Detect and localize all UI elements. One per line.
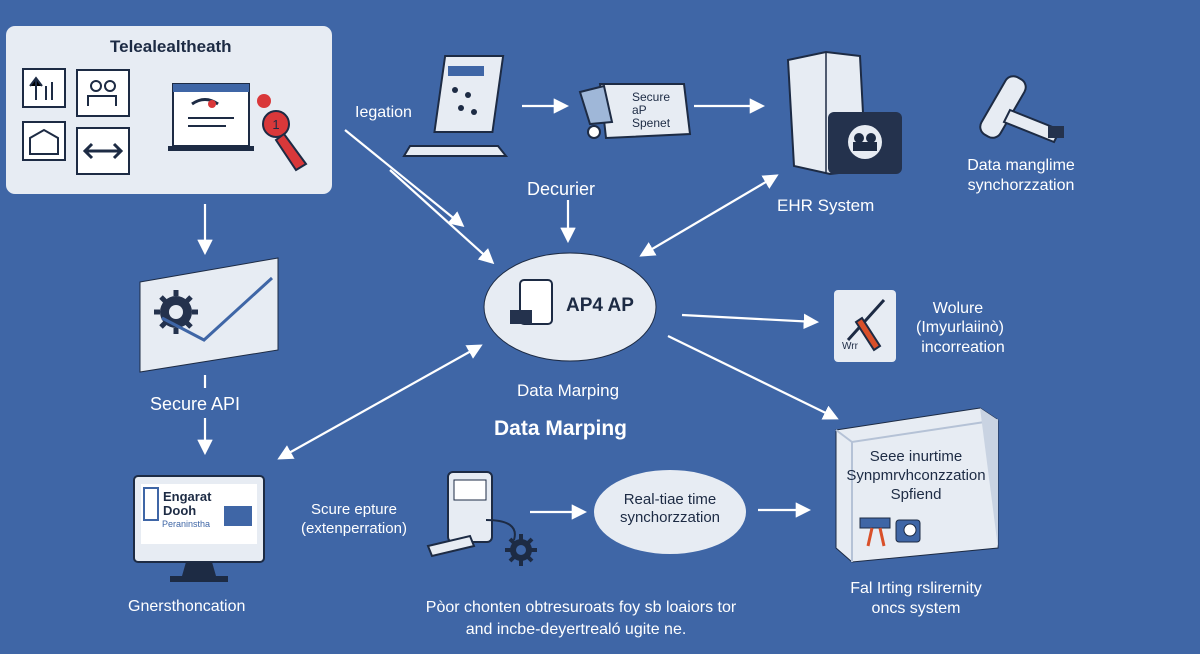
secure-capture-line1: Scure epture (311, 501, 397, 518)
arrow-hub-monitor (277, 344, 483, 460)
api-hub-label: AP4 AP (566, 295, 634, 316)
data-mapping-big-label: Data Marping (494, 417, 628, 440)
presentation-icon (168, 83, 254, 151)
arrow-hub-to-server (667, 335, 839, 420)
data-mapping-small-label: Data Marping (517, 381, 620, 400)
monitor-icon (133, 475, 265, 582)
pen-tool-icon (834, 290, 896, 362)
arrow-hub-to-volume (681, 313, 820, 330)
server-cube-icon (835, 407, 999, 563)
realtime-sync-line2: synchorzzation (619, 509, 721, 526)
failing-system-line2: oncs system (871, 600, 961, 617)
lock-icon (853, 133, 877, 151)
integration-label: Iegation (355, 104, 412, 121)
secure-api-box-line1: Secure (632, 90, 671, 104)
volume-icon-text: Wrr (842, 341, 858, 352)
telehealth-title: Telealealtheath (110, 37, 232, 56)
ehr-system-label: EHR System (777, 196, 875, 215)
swap-arrows-icon (76, 127, 130, 175)
decurier-label: Decurier (527, 179, 596, 199)
network-cable-icon (979, 75, 1064, 144)
connector-arrows (197, 98, 839, 520)
pin-icon: 1 (257, 94, 308, 172)
ehr-server-icon (786, 50, 902, 176)
realtime-sync-ellipse (594, 470, 746, 554)
server-box-line3: Spfiend (890, 486, 942, 503)
footer-line2: and incbe-deyertrealó ugite ne. (465, 621, 687, 638)
laptop-icon (402, 55, 509, 157)
monitor-line2: Dooh (163, 503, 197, 518)
secure-api-box-line2: aP (632, 103, 647, 117)
upload-chart-icon (22, 68, 66, 108)
secure-api-left-label: Secure API (150, 394, 241, 414)
building-icon (22, 121, 66, 161)
volume-line2: (Imyurlaiinò) (915, 319, 1005, 336)
secure-capture-line2: (extenperration) (301, 520, 407, 537)
funnel-icon (578, 83, 692, 140)
footer-line1: Pòor chonten obtresuroats foy sb loaiors… (425, 599, 737, 616)
mobile-device-icon (426, 471, 516, 558)
server-box-line1: Seee inurtime (869, 448, 963, 465)
server-box-line2: Synpmrvhconzzation (846, 467, 986, 484)
svg-text:1: 1 (272, 117, 279, 132)
data-sync-top-line1: Data manglime (967, 157, 1075, 174)
gear-chart-icon (139, 257, 279, 373)
arrow-hub-ehr (639, 174, 779, 257)
secure-api-box-line3: Spenet (632, 116, 671, 130)
monitor-line1: Engarat (163, 489, 212, 504)
monitor-caption: Gnersthoncation (128, 598, 246, 615)
data-sync-top-line2: synchorzzation (967, 177, 1075, 194)
people-icon (76, 69, 130, 117)
realtime-sync-line1: Real-tiae time (623, 491, 717, 508)
gear-icon (505, 534, 537, 566)
volume-line3: incorreation (921, 339, 1005, 356)
tablet-icon (510, 279, 553, 325)
arrow-telehealth-to-hub-2 (389, 169, 495, 265)
volume-line1: Wolure (932, 300, 984, 317)
arrow-telehealth-to-hub-1 (344, 129, 465, 227)
monitor-line3: Peraninstha (162, 519, 211, 529)
failing-system-line1: Fal Irting rslirernity (850, 580, 982, 597)
